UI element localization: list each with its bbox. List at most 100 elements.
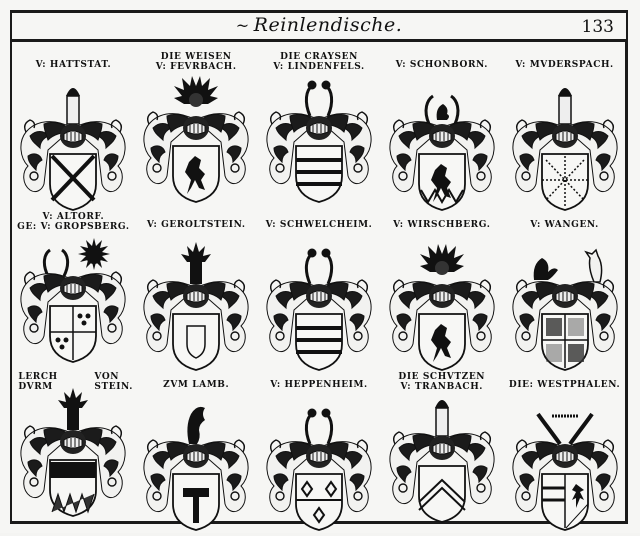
coat-of-arms-entry: V: MVDERSPACH. bbox=[503, 44, 626, 211]
lion-rampant-charge-icon bbox=[185, 156, 206, 194]
eagle-crest-icon bbox=[174, 76, 219, 107]
bars-charge-icon bbox=[295, 326, 342, 354]
coat-of-arms-entry: V: SCHONBORN. bbox=[380, 44, 503, 211]
open-horns-crest-icon bbox=[535, 412, 594, 446]
per-pale-eagle-charge-icon bbox=[541, 474, 588, 529]
lion-between-horns-crest-icon bbox=[424, 94, 460, 125]
helmet-icon bbox=[428, 284, 455, 308]
arms-caption: V: WIRSCHBERG. bbox=[393, 212, 490, 240]
caption-line-2: V: GEROLTSTEIN. bbox=[146, 220, 246, 230]
arms-caption: V: MVDERSPACH. bbox=[515, 52, 613, 80]
caption-fragment: VON bbox=[94, 372, 120, 382]
coat-of-arms-icon bbox=[383, 80, 501, 216]
arms-caption: V: ALTORF.GE: V: GROPSBERG. bbox=[17, 212, 129, 232]
mantling bbox=[20, 271, 126, 345]
gyronny-charge-icon bbox=[541, 156, 588, 208]
arms-caption: DIE: WESTPHALEN. bbox=[509, 372, 620, 400]
mantling bbox=[143, 439, 249, 513]
arms-caption: V: SCHONBORN. bbox=[396, 52, 488, 80]
plume-crest-icon bbox=[181, 242, 212, 284]
quartered-lions-charge-icon bbox=[541, 314, 588, 368]
caption-line-2: V: SCHWELCHEIM. bbox=[265, 220, 373, 230]
horns-crest-icon bbox=[304, 408, 334, 445]
arms-caption: ZVM LAMB. bbox=[163, 372, 229, 400]
coat-of-arms-icon bbox=[506, 80, 624, 216]
lion-rampant-charge-icon bbox=[419, 164, 464, 204]
caption-line-1: DIE WEISEN bbox=[160, 52, 232, 62]
inescutcheon-charge-icon bbox=[186, 325, 206, 359]
caption-line-2: DIE: WESTPHALEN. bbox=[508, 380, 621, 390]
plume-crest-icon bbox=[58, 388, 89, 430]
bird-crest-icon bbox=[187, 406, 206, 444]
caption-line-2: V: TRANBACH. bbox=[400, 382, 484, 392]
helmet-icon bbox=[183, 444, 210, 468]
caption-line-2: V: MVDERSPACH. bbox=[515, 60, 614, 70]
helmet-icon bbox=[305, 116, 332, 140]
saltire-charge-icon bbox=[50, 154, 96, 202]
page-header: ~Reinlendische. 133 bbox=[10, 10, 628, 42]
coat-of-arms-icon bbox=[260, 240, 378, 376]
dancetty-charge-icon bbox=[50, 462, 97, 514]
coat-of-arms-entry: V: GEROLTSTEIN. bbox=[135, 204, 258, 371]
caption-line-2: V: HEPPENHEIM. bbox=[270, 380, 368, 390]
helmet-icon bbox=[60, 276, 87, 300]
coat-of-arms-entry: V: WIRSCHBERG. bbox=[380, 204, 503, 371]
arms-caption: V: HEPPENHEIM. bbox=[270, 372, 368, 400]
caption-line-2: V: WANGEN. bbox=[530, 220, 599, 230]
bars-charge-icon bbox=[295, 158, 342, 186]
coat-of-arms-entry: V: HATTSTAT. bbox=[12, 44, 135, 211]
mantling bbox=[266, 439, 372, 513]
lion-rampant-charge-icon bbox=[430, 324, 451, 362]
horns-crest-icon bbox=[304, 248, 334, 285]
helmet-icon bbox=[305, 284, 332, 308]
caption-fragment: LERCH bbox=[18, 372, 58, 382]
coat-of-arms-entry: V: HEPPENHEIM. bbox=[258, 364, 381, 531]
helmet-icon bbox=[551, 444, 578, 468]
coat-of-arms-icon bbox=[383, 240, 501, 376]
coat-of-arms-icon bbox=[260, 72, 378, 208]
mantling bbox=[143, 279, 249, 353]
coat-of-arms-icon bbox=[14, 386, 132, 522]
coat-of-arms-icon bbox=[137, 400, 255, 536]
coat-of-arms-icon bbox=[137, 72, 255, 208]
page-number: 133 bbox=[581, 17, 614, 37]
mantling bbox=[512, 279, 618, 353]
helmet-icon bbox=[428, 124, 455, 148]
coat-of-arms-entry: ZVM LAMB. bbox=[135, 364, 258, 531]
shield-icon bbox=[295, 473, 343, 531]
arms-caption: V: HATTSTAT. bbox=[36, 52, 112, 80]
shield-icon bbox=[417, 465, 466, 523]
coat-of-arms-entry: V: ALTORF.GE: V: GROPSBERG. bbox=[12, 204, 135, 364]
double-crest-icon bbox=[43, 238, 111, 277]
figure-crest-icon bbox=[557, 88, 572, 125]
arms-caption: V: GEROLTSTEIN. bbox=[147, 212, 246, 240]
helmet-icon bbox=[428, 436, 455, 460]
hammer-charge-icon bbox=[183, 488, 210, 523]
coat-of-arms-icon bbox=[506, 240, 624, 376]
caption-line-2: V: SCHONBORN. bbox=[395, 60, 489, 70]
figure-crest-icon bbox=[434, 400, 449, 437]
helmet-icon bbox=[183, 116, 210, 140]
bird-and-hound-crest-icon bbox=[533, 248, 602, 283]
helmet-icon bbox=[551, 124, 578, 148]
running-title: ~Reinlendische. bbox=[12, 14, 626, 36]
mantling bbox=[20, 119, 126, 193]
caption-line-2: ZVM LAMB. bbox=[163, 380, 230, 390]
quartered-charge-icon bbox=[50, 306, 97, 360]
figure-crest-icon bbox=[66, 88, 81, 125]
caption-fragment: STEIN. bbox=[94, 382, 134, 392]
shield-icon bbox=[172, 313, 221, 371]
coat-of-arms-icon bbox=[383, 392, 501, 528]
mantling bbox=[266, 111, 372, 185]
caption-line-2: V: FEVRBACH. bbox=[155, 62, 237, 72]
caption-line-2: V: LINDENFELS. bbox=[273, 62, 365, 72]
chevron-charge-icon bbox=[418, 478, 466, 511]
mantling bbox=[266, 279, 372, 353]
